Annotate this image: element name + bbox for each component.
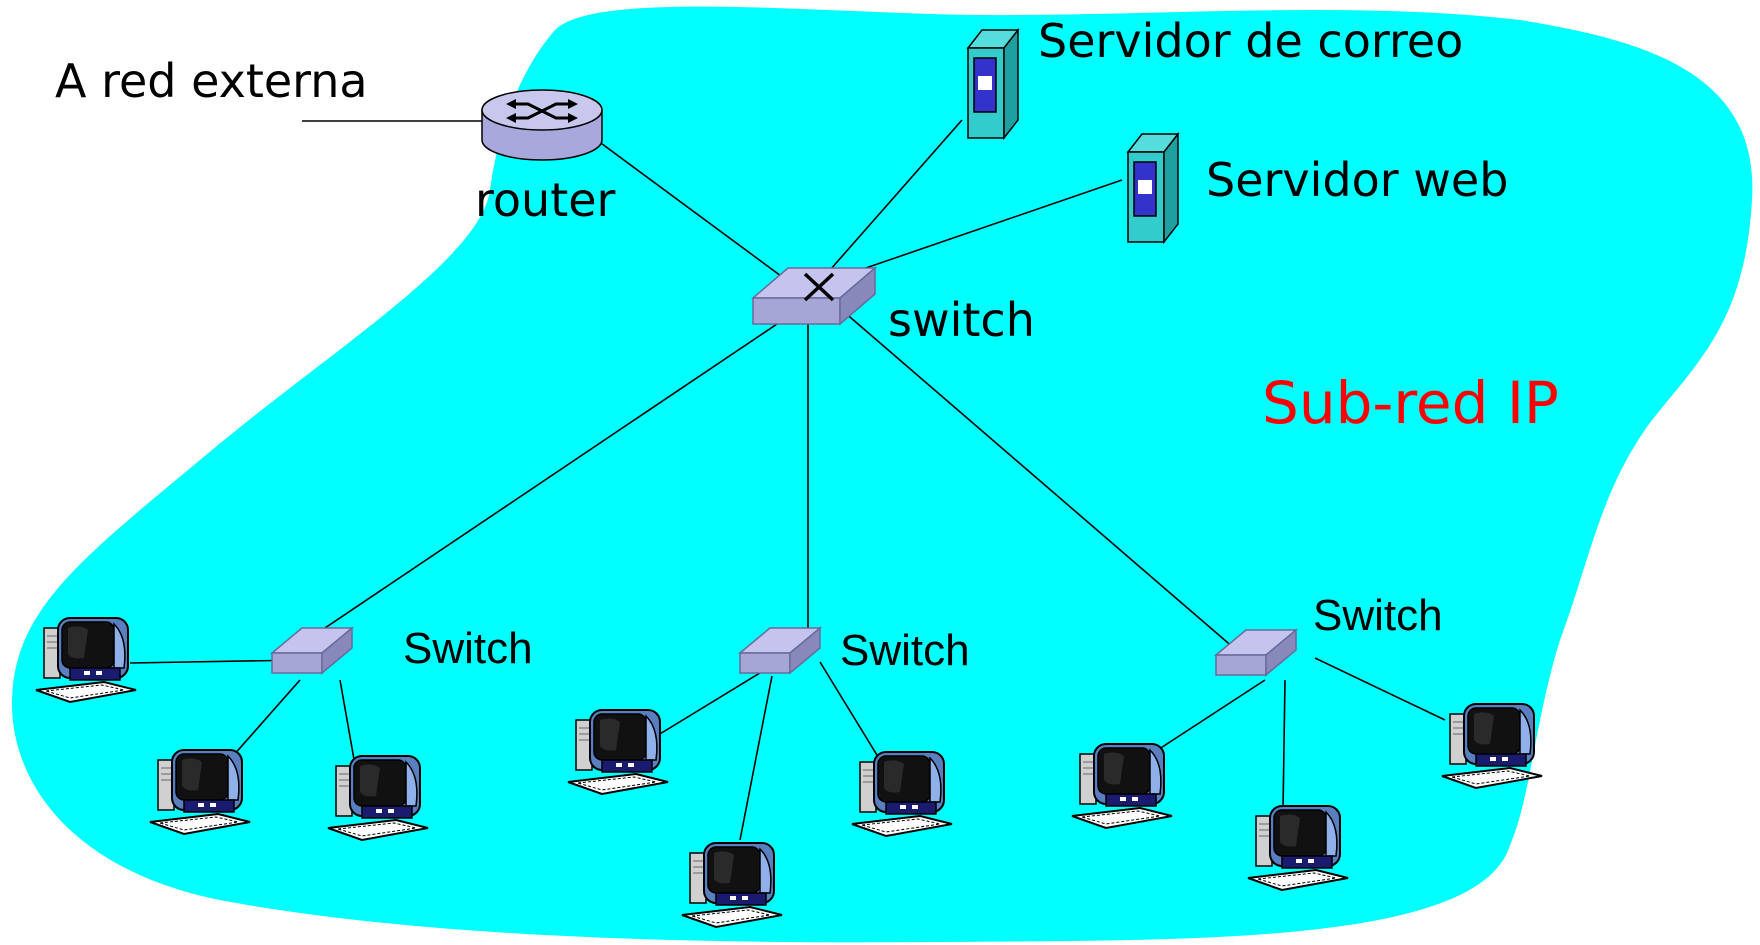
host-computer-icon	[851, 751, 953, 837]
subnet-area	[11, 6, 1753, 943]
core-switch-icon	[750, 266, 878, 326]
host-computer-icon	[149, 749, 251, 835]
mail-server-label: Servidor de correo	[1038, 14, 1463, 68]
host-computer-icon	[1071, 743, 1173, 829]
web-server-label: Servidor web	[1206, 153, 1508, 207]
router-label: router	[475, 173, 616, 227]
host-computer-icon	[1247, 805, 1349, 891]
host-computer-icon	[567, 709, 669, 795]
host-computer-icon	[1441, 703, 1543, 789]
core-switch-label: switch	[888, 293, 1035, 347]
host-computer-icon	[681, 842, 783, 928]
mail-server-icon	[967, 29, 1019, 139]
switch-middle-label: Switch	[840, 626, 970, 675]
host-computer-icon	[35, 617, 137, 703]
external-network-label: A red externa	[55, 54, 368, 108]
router-icon	[481, 89, 603, 161]
network-links	[129, 119, 1446, 841]
switch-right-label: Switch	[1313, 591, 1443, 640]
host-computer-icon	[327, 755, 429, 841]
web-server-icon	[1127, 133, 1179, 243]
subnet-label: Sub-red IP	[1262, 369, 1559, 437]
switch-left-label: Switch	[403, 624, 533, 673]
